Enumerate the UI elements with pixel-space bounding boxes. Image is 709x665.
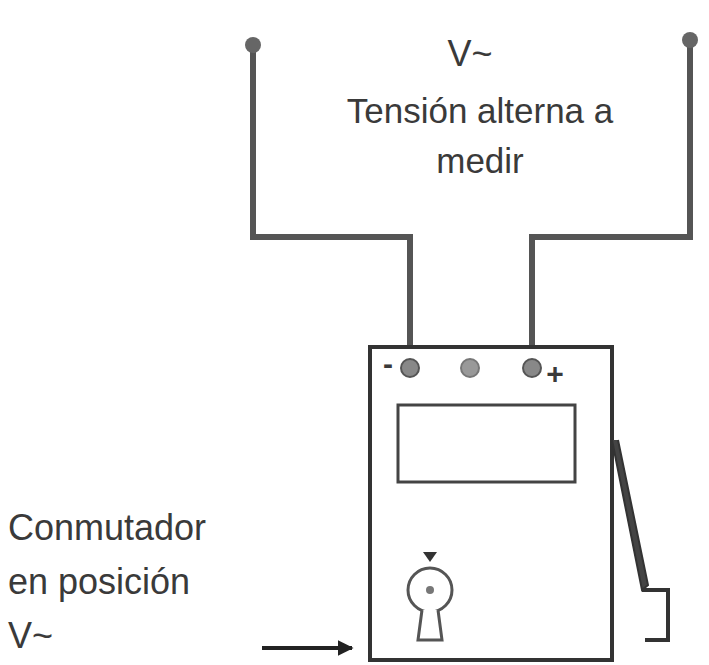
signal-label: V~ bbox=[340, 30, 600, 78]
terminal bbox=[523, 359, 541, 377]
terminal-sign: + bbox=[542, 358, 568, 390]
meter-housing bbox=[370, 347, 612, 660]
switch-hub bbox=[426, 586, 434, 594]
test-lead bbox=[532, 40, 690, 368]
stand-foot bbox=[642, 590, 668, 640]
display bbox=[398, 405, 575, 482]
caption-label: Tensión alterna a medir bbox=[340, 86, 620, 186]
probe-tip bbox=[682, 32, 698, 48]
rotary-switch bbox=[408, 568, 452, 612]
switch-handle bbox=[418, 610, 442, 640]
terminal-sign: - bbox=[376, 348, 400, 380]
side-stand bbox=[612, 440, 648, 590]
switch-pointer bbox=[423, 552, 437, 562]
switch-label: Conmutador en posición V~ bbox=[8, 501, 233, 663]
probe-tip bbox=[245, 37, 261, 53]
terminal bbox=[401, 359, 419, 377]
terminal bbox=[461, 359, 479, 377]
pointer-arrow bbox=[262, 646, 352, 650]
